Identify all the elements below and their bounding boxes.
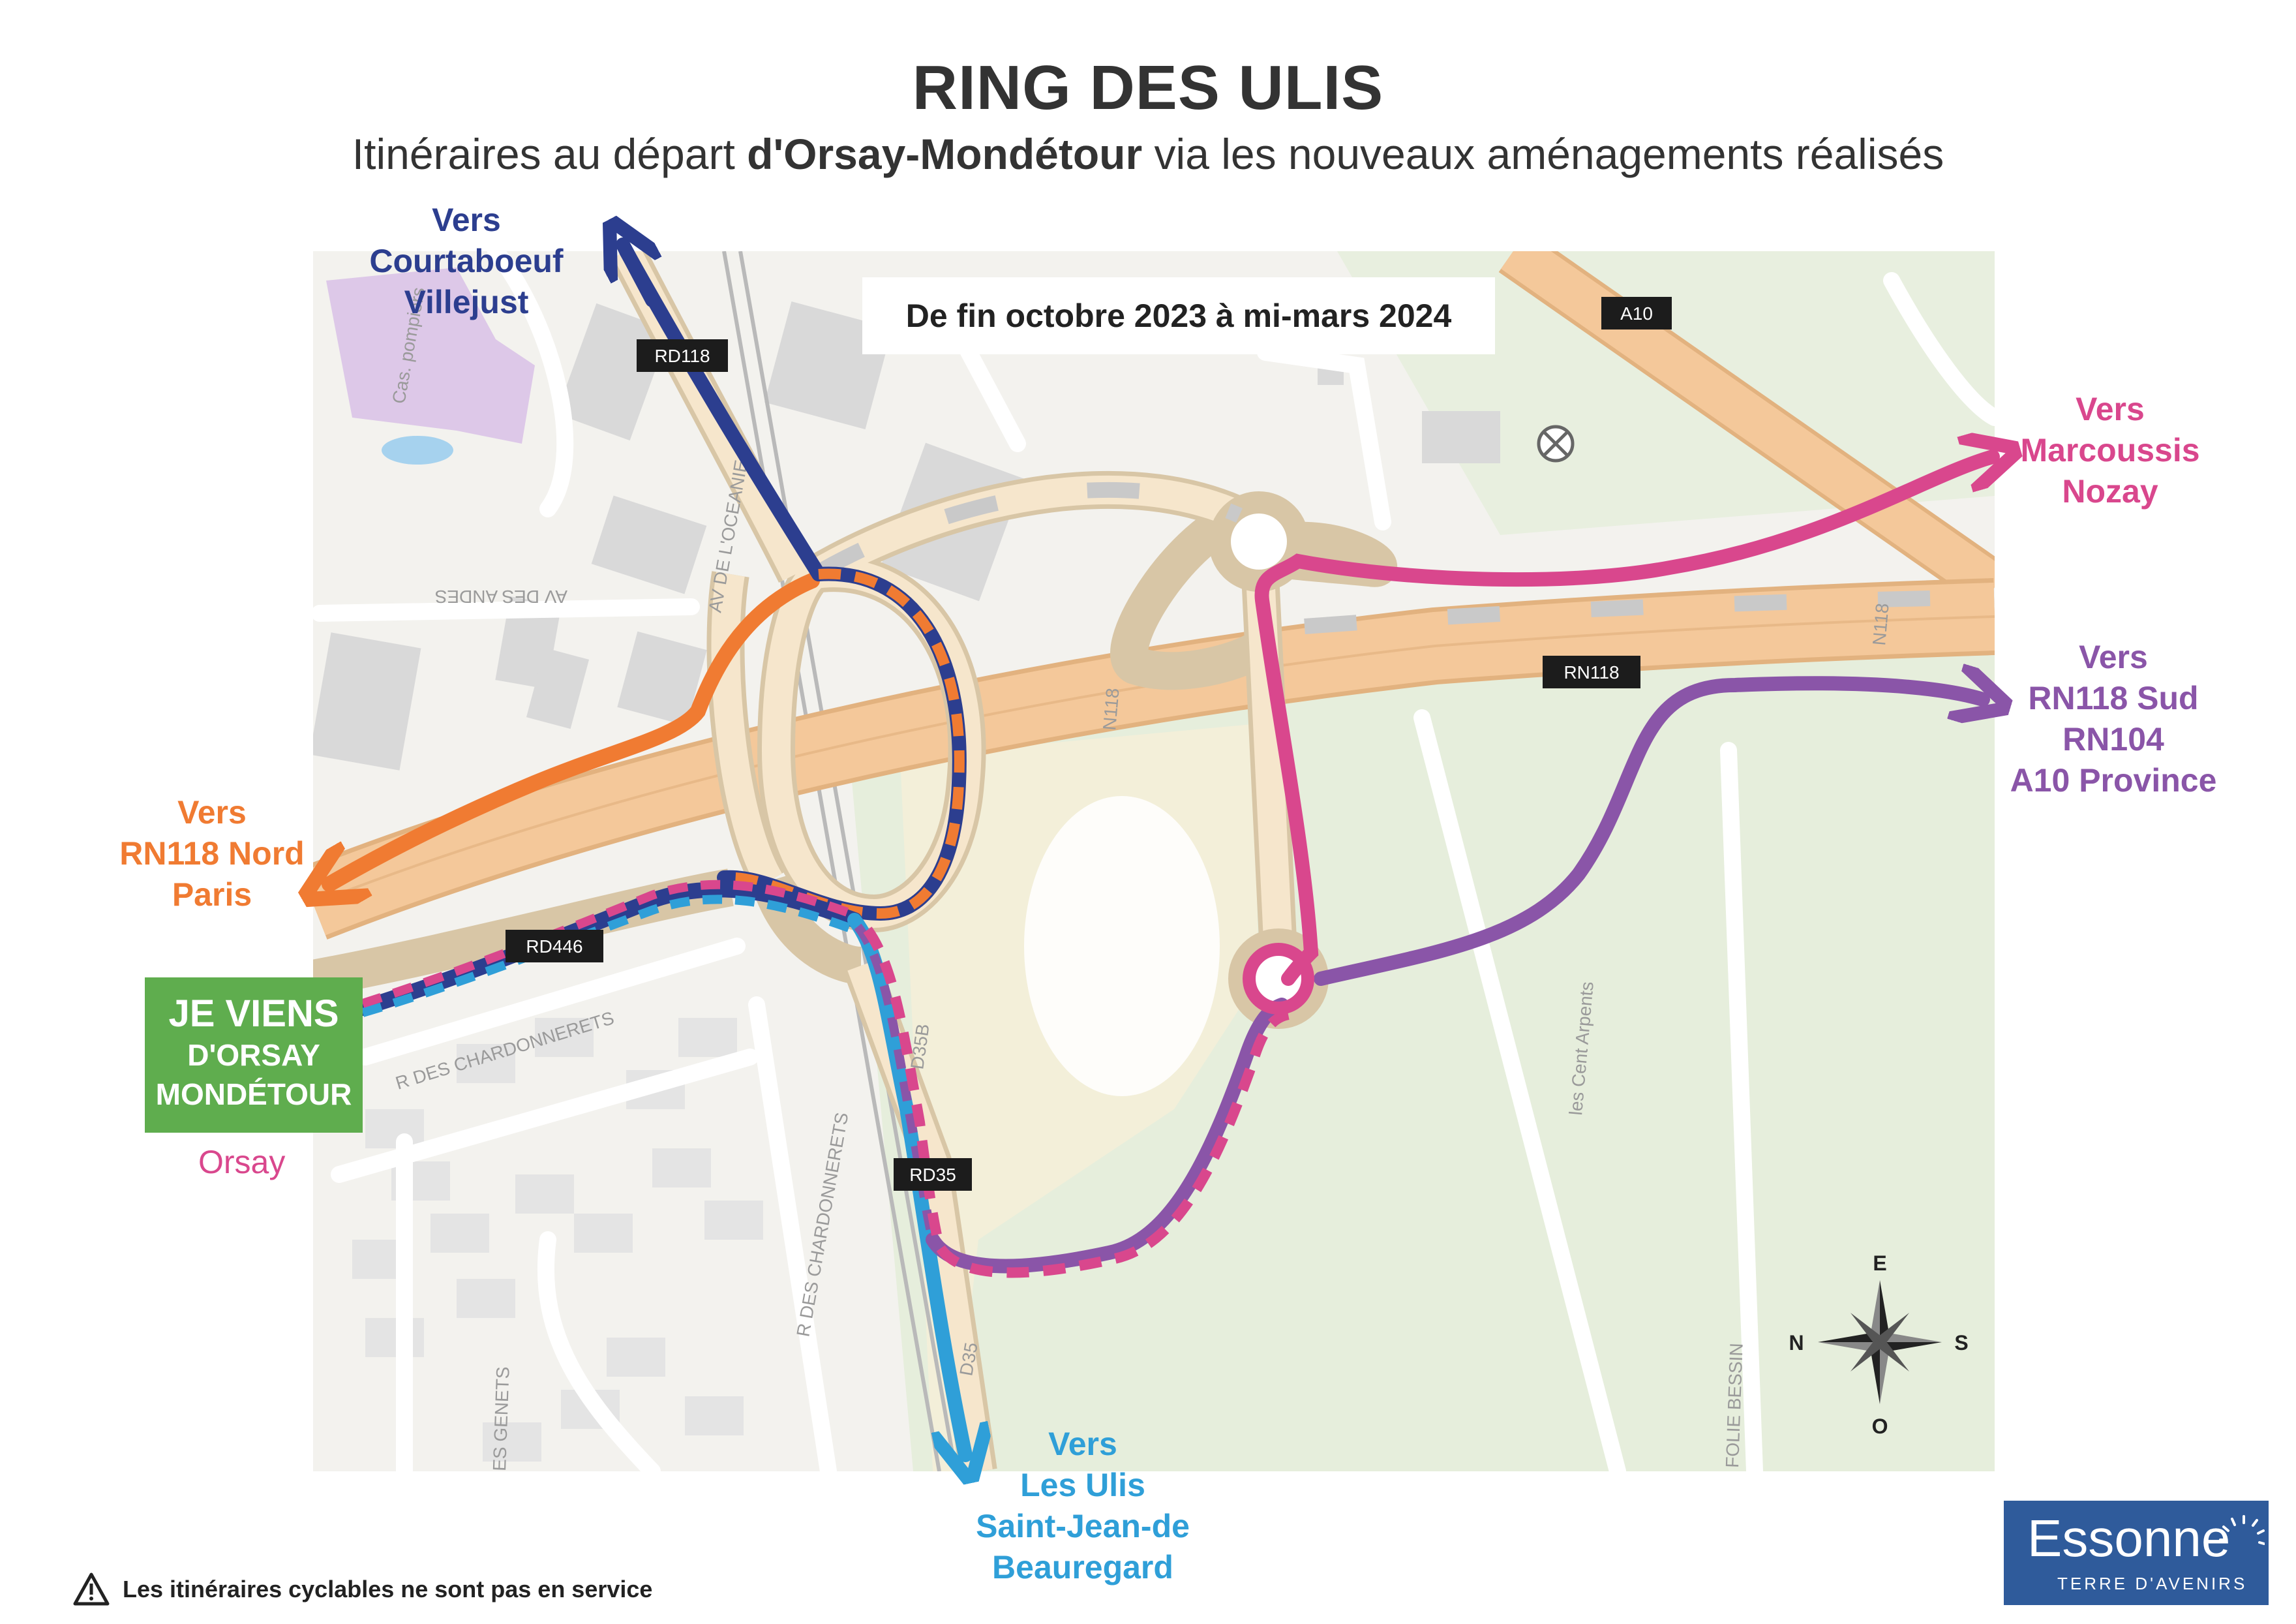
dest-rn118-nord: Vers RN118 Nord Paris [104,792,320,915]
footnote-text: Les itinéraires cyclables ne sont pas en… [123,1576,653,1602]
route-roundabout-ring [1243,943,1314,1015]
road-tag-a10-label: A10 [1620,303,1653,324]
period-label: De fin octobre 2023 à mi-mars 2024 [862,277,1495,354]
footnote: Les itinéraires cyclables ne sont pas en… [73,1572,652,1606]
origin-line-1: JE VIENS [168,992,339,1035]
road-tag-rd35-label: RD35 [909,1165,956,1185]
dest-courtaboeuf-line: Courtaboeuf [369,243,564,279]
map-label-les-genets: ES GENETS [489,1366,513,1471]
dest-les-ulis-line: Beauregard [992,1549,1173,1586]
route-rn118-nord [329,573,820,884]
dest-les-ulis-line: Les Ulis [1020,1467,1145,1503]
route-south-loop [926,998,1289,1274]
road-tag-rn118 [1543,656,1640,688]
origin-box: JE VIENS D'ORSAY MONDÉTOUR [145,977,363,1133]
page-title: RING DES ULIS [912,53,1384,123]
map-label-folie-bessin: FOLIE BESSIN [1722,1343,1747,1468]
origin-town: Orsay [198,1144,286,1180]
page-subtitle: Itinéraires au départ d'Orsay-Mondétour … [0,129,2296,179]
dest-rn118-sud-line: A10 Province [2010,762,2217,799]
compass-e: E [1873,1251,1886,1275]
route-marcoussis [1254,457,1993,986]
route-origin-rd446 [355,881,862,1016]
map-label-av-des-andes: AV DES ANDES [435,587,567,607]
road-tag-rn118-label: RN118 [1563,662,1619,682]
road-tag-rd35 [894,1158,972,1191]
dest-courtaboeuf-line: Vers [432,202,501,238]
dest-les-ulis: Vers Les Ulis Saint-Jean-de Beauregard [952,1424,1213,1588]
base-map: Cas. pompiers AV DES ANDES AV DE L'OCEAN… [313,251,1995,1471]
dest-marcoussis: Vers Marcoussis Nozay [2009,389,2211,512]
road-tag-rd118-label: RD118 [654,346,710,366]
minor-streets [313,251,1995,1471]
dest-marcoussis-line: Vers [2076,391,2145,427]
route-rn118-sud [1314,683,1983,986]
dest-marcoussis-line: Nozay [2062,473,2158,510]
dest-courtaboeuf-line: Villejust [404,284,529,320]
logo-name: Essonne [2027,1509,2231,1567]
compass-rose: E O N S [1789,1251,1968,1438]
subtitle-suffix: via les nouveaux aménagements réalisés [1142,130,1944,178]
origin-line-2: D'ORSAY [187,1038,320,1072]
origin-line-3: MONDÉTOUR [155,1077,352,1111]
dest-rn118-sud-line: Vers [2079,639,2148,675]
route-courtaboeuf [619,244,826,581]
dest-rn118-nord-line: Paris [172,876,252,913]
map-label-n118-b: N118 [1869,602,1893,646]
dest-les-ulis-line: Saint-Jean-de [976,1508,1190,1544]
dest-rn118-nord-line: RN118 Nord [119,835,305,872]
pond [382,436,453,465]
compass-o: O [1872,1415,1888,1438]
railway [722,251,958,1471]
compass-s: S [1954,1331,1968,1355]
subtitle-prefix: Itinéraires au départ [352,130,748,178]
warning-icon [73,1572,110,1606]
road-tag-rd446-label: RD446 [526,936,582,957]
logo-tagline: TERRE D'AVENIRS [2057,1574,2248,1593]
road-tag-rd118 [637,339,728,372]
logo-sun-icon [2219,1515,2265,1545]
dest-rn118-nord-line: Vers [177,794,247,831]
road-tag-a10 [1601,297,1672,329]
road-tag-rd446 [506,930,603,962]
dest-marcoussis-line: Marcoussis [2020,432,2200,468]
no-entry-icon [1537,425,1575,463]
dest-courtaboeuf: Vers Courtaboeuf Villejust [365,200,567,323]
clearing [1024,796,1220,1096]
map-label-n118-a: N118 [1099,687,1123,731]
compass-n: N [1789,1331,1804,1355]
dest-rn118-sud: Vers RN118 Sud RN104 A10 Province [1996,637,2231,801]
route-courtaboeuf-arrow [623,245,652,307]
buildings [313,301,1500,771]
dest-rn118-sud-line: RN104 [2062,721,2164,758]
essonne-logo: Essonne TERRE D'AVENIRS [2004,1501,2269,1605]
subtitle-origin: d'Orsay-Mondétour [747,130,1143,178]
fire-station-area [326,268,535,444]
residential-blocks [352,1018,763,1462]
dest-rn118-sud-line: RN118 Sud [2028,680,2199,716]
dest-les-ulis-line: Vers [1048,1426,1117,1462]
